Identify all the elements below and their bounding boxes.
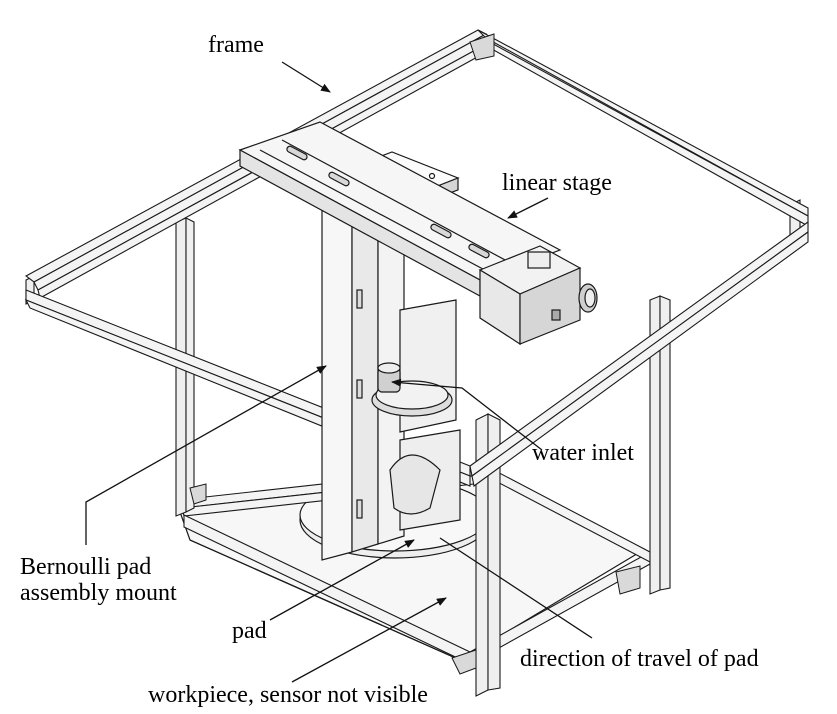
linear-stage [238, 121, 598, 346]
label-linear-stage: linear stage [502, 170, 612, 196]
pad-housing [371, 299, 461, 531]
leader-lines [85, 61, 593, 683]
label-direction-of-travel: direction of travel of pad [520, 646, 759, 672]
frame-arrow [281, 61, 331, 93]
frame-posts [25, 199, 801, 697]
mount-column [321, 179, 405, 561]
label-assembly-mount: Bernoulli pad assembly mount [20, 554, 177, 606]
label-pad: pad [232, 618, 267, 644]
label-frame: frame [208, 32, 264, 58]
pad-arrow [269, 539, 415, 621]
label-workpiece: workpiece, sensor not visible [148, 682, 428, 708]
label-water-inlet: water inlet [532, 440, 634, 466]
water-inlet-leader [391, 378, 543, 451]
mount-leader [85, 365, 327, 545]
linear-stage-arrow [507, 197, 549, 219]
corner-brackets [189, 33, 641, 675]
workpiece-arrow [291, 597, 447, 683]
direction-leader [439, 537, 593, 639]
